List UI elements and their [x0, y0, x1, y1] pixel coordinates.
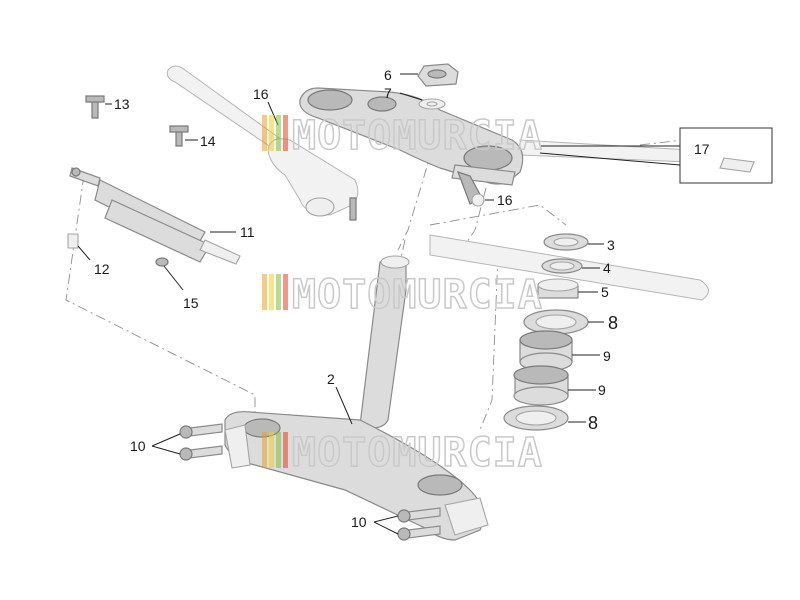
watermark-text: MOTOMURCIA: [292, 272, 543, 318]
callouts: 6 7 16 13 14 11 12 15 16 17 3 4 5 8 9 9 …: [77, 67, 710, 535]
wm-stripe-2: [269, 432, 274, 468]
callout-8-lower: 8: [588, 413, 598, 433]
steering-head-nut: [417, 63, 485, 207]
wm-stripe-3: [276, 115, 281, 151]
callout-7: 7: [384, 85, 392, 101]
callout-12: 12: [94, 261, 110, 277]
callout-11: 11: [240, 224, 255, 240]
watermark-top: MOTOMURCIA: [262, 112, 543, 160]
callout-6: 6: [384, 67, 392, 83]
wm-stripe-3: [276, 274, 281, 310]
steering-stem-and-lower-clamp: [224, 255, 489, 541]
callout-10-right: 10: [351, 514, 367, 530]
callout-16-upper: 16: [253, 86, 269, 102]
callout-17: 17: [694, 141, 710, 157]
wm-stripe-2: [269, 274, 274, 310]
callout-5: 5: [601, 284, 609, 300]
callout-9-lower: 9: [598, 382, 606, 398]
callout-3: 3: [607, 237, 615, 253]
watermark-bottom: MOTOMURCIA: [262, 429, 543, 477]
callout-8-upper: 8: [608, 313, 618, 333]
wm-stripe-1: [262, 432, 267, 468]
callout-2: 2: [327, 371, 335, 387]
wm-stripe-3: [276, 432, 281, 468]
kit-17-box: [539, 127, 773, 184]
callout-16-lower: 16: [497, 192, 513, 208]
callout-4: 4: [603, 260, 611, 276]
bearing-stack: [503, 233, 589, 431]
steering-damper: [67, 95, 241, 267]
watermark-middle: MOTOMURCIA: [262, 271, 543, 319]
lower-clamp-bolts: [179, 423, 441, 541]
wm-stripe-1: [262, 115, 267, 151]
watermark-text: MOTOMURCIA: [292, 430, 543, 476]
callout-10-left: 10: [130, 438, 146, 454]
wm-stripe-1: [262, 274, 267, 310]
upper-triple-clamp: [299, 87, 524, 186]
callout-13: 13: [114, 96, 130, 112]
callout-14: 14: [200, 133, 216, 149]
wm-stripe-4: [283, 274, 288, 310]
callout-15: 15: [183, 295, 199, 311]
wm-stripe-4: [283, 115, 288, 151]
watermark-text: MOTOMURCIA: [292, 113, 543, 159]
callout-9-upper: 9: [603, 348, 611, 364]
wm-stripe-4: [283, 432, 288, 468]
wm-stripe-2: [269, 115, 274, 151]
